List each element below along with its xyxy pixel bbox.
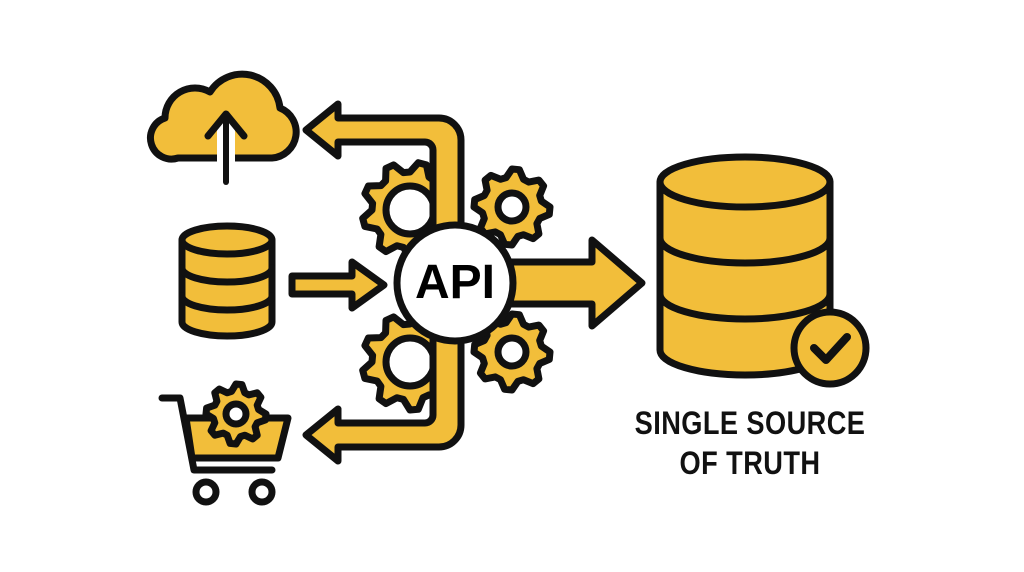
shopping-cart-gear-icon bbox=[158, 380, 292, 506]
database-icon bbox=[178, 222, 276, 340]
output-arrow bbox=[501, 236, 646, 330]
pipe-to-cart-arrow bbox=[302, 326, 465, 465]
pipe-to-cloud-arrow bbox=[302, 100, 465, 244]
caption-line-1: SINGLE SOURCE bbox=[634, 405, 866, 441]
gear-icon bbox=[470, 310, 554, 394]
api-label: API bbox=[397, 255, 513, 310]
gear-icon bbox=[359, 159, 554, 414]
gear-icon bbox=[202, 380, 270, 448]
check-badge-icon bbox=[790, 308, 870, 388]
database-icon bbox=[656, 153, 834, 379]
caption-line-2: OF TRUTH bbox=[679, 445, 821, 481]
gear-icon bbox=[470, 165, 554, 249]
api-hub bbox=[393, 221, 517, 345]
cloud-upload-icon bbox=[146, 70, 300, 189]
api-text: API bbox=[414, 256, 495, 309]
input-arrow bbox=[288, 258, 388, 312]
